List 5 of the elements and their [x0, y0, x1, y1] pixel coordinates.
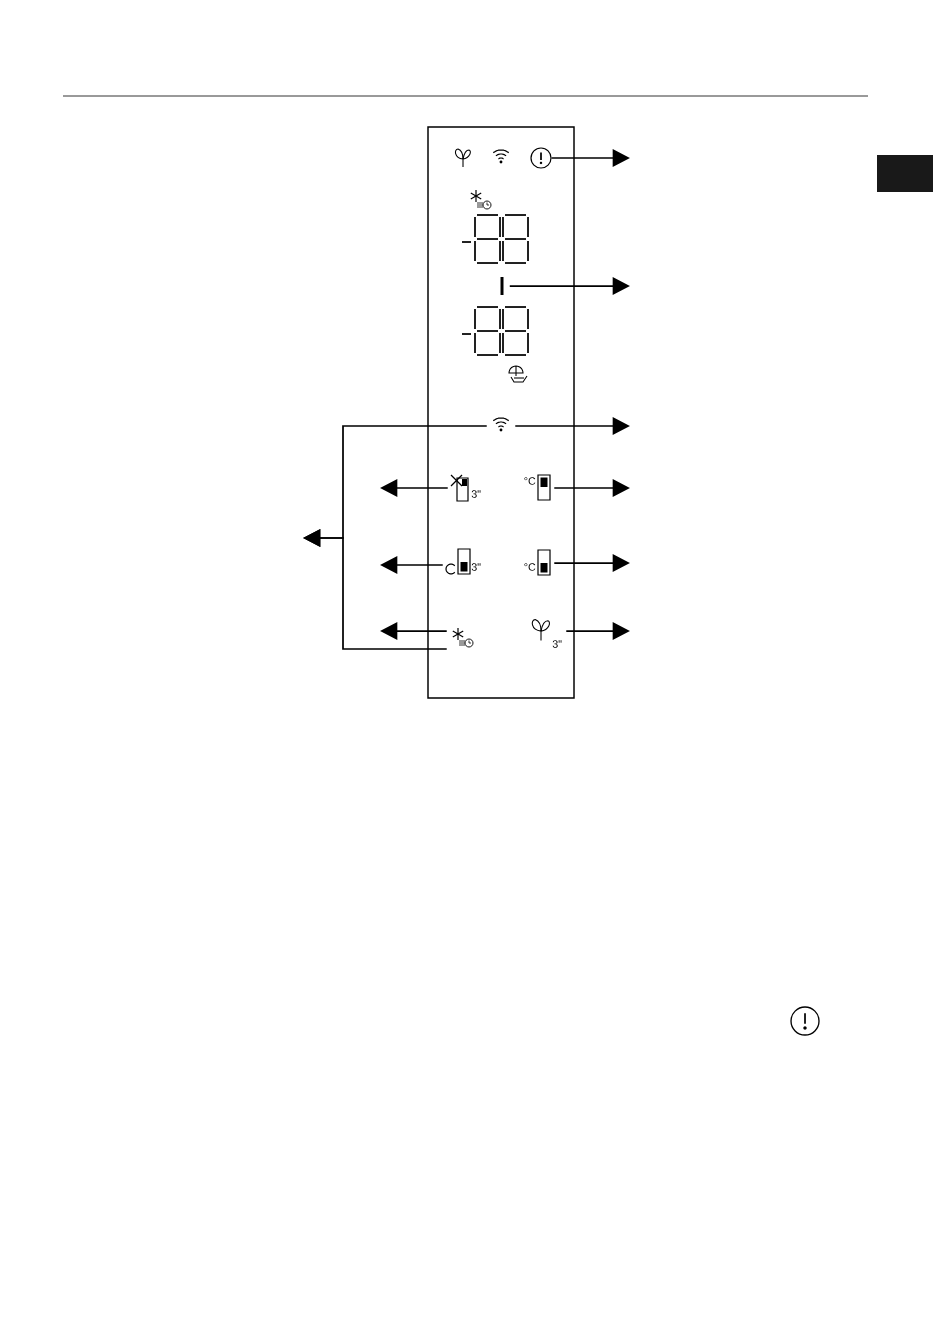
wifi-icon	[492, 417, 510, 432]
alert-icon	[530, 147, 552, 169]
control-panel	[427, 126, 575, 699]
indicator-bar	[500, 277, 504, 295]
snowflake-icon	[452, 627, 474, 648]
